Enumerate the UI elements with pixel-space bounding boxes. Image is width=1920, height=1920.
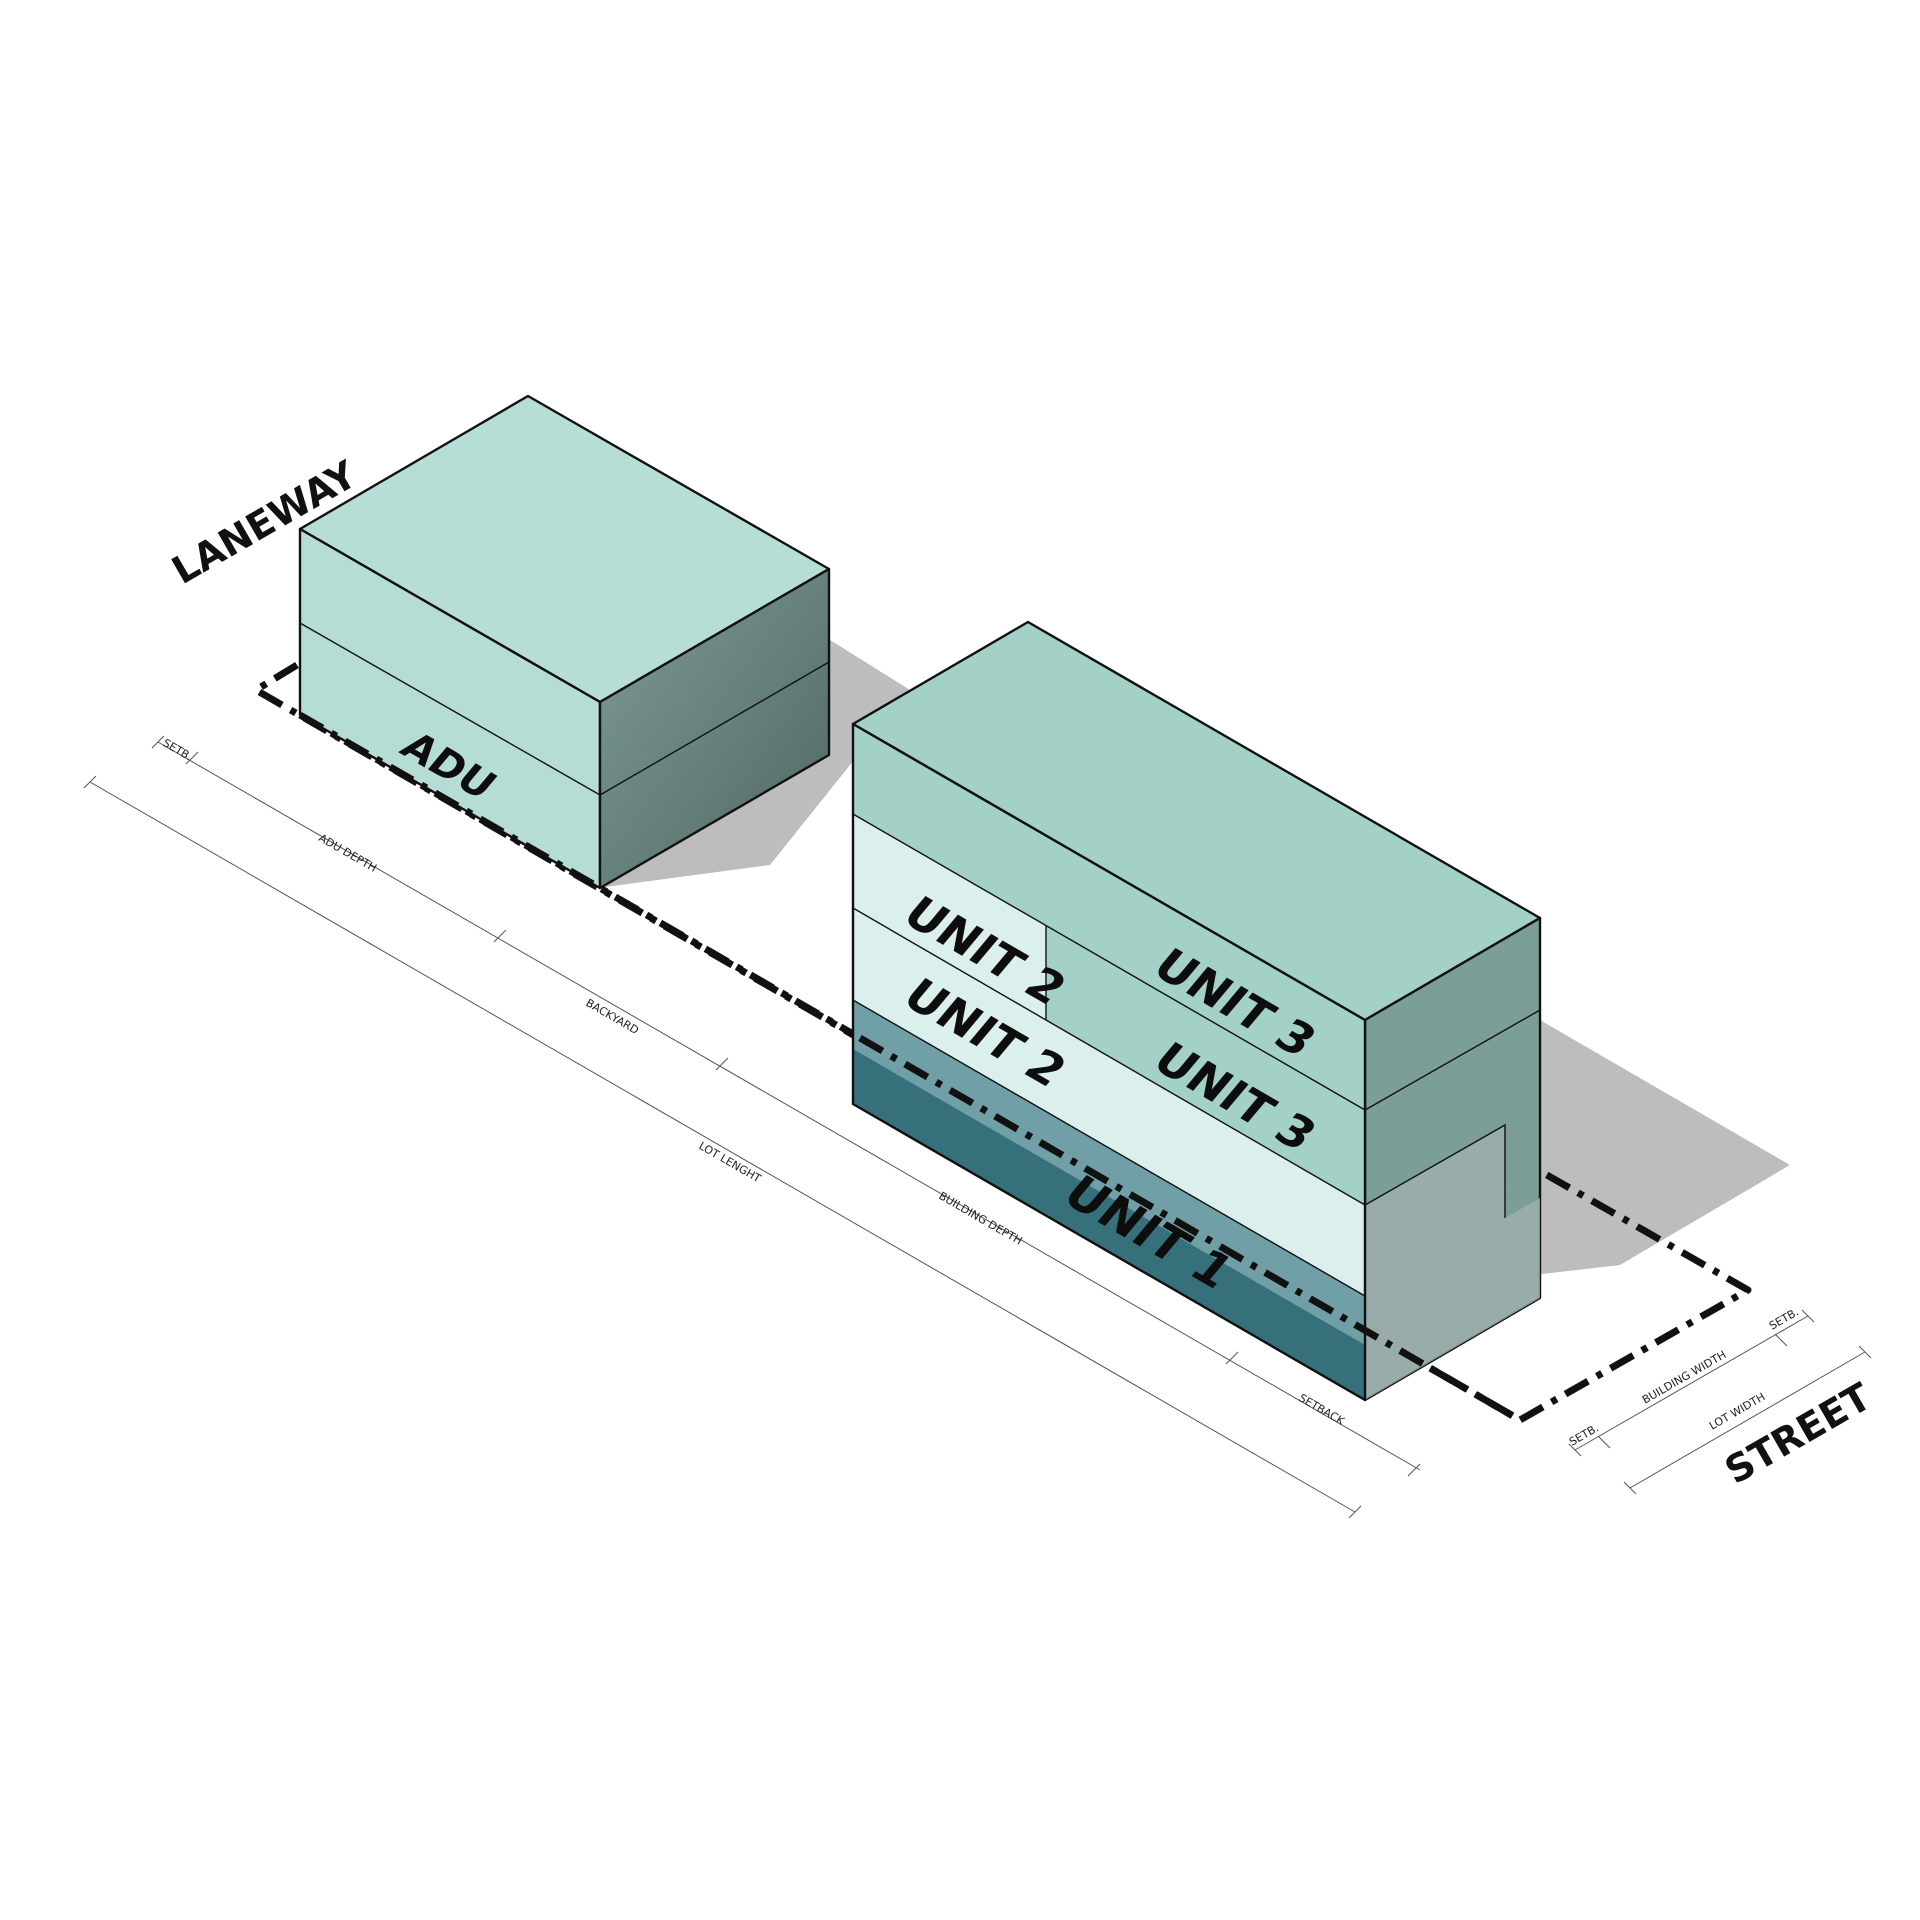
main-building (851, 620, 1542, 1402)
floor-line-3 (1045, 1019, 1366, 1206)
floor-line-1 (852, 813, 1366, 1111)
unit2-upper-panel (853, 814, 1046, 1020)
lot-length-label: LOT LENGHT (697, 1139, 764, 1185)
setb-right-label: SETB. (1767, 1305, 1801, 1332)
lot-boundary-line (252, 662, 1752, 1424)
main-building-shadow (1405, 1020, 1790, 1290)
unit1-base-panel (853, 1000, 1365, 1400)
floor-line-side-1 (1364, 1009, 1541, 1111)
unit2-lower-panel (853, 908, 1365, 1296)
lot-boundary-front-segment (298, 711, 862, 1042)
setb-rear-label: SETB. (161, 736, 195, 763)
building-depth-label: BUILDING DEPTH (937, 1189, 1025, 1247)
adu-floor-line-front (299, 622, 601, 796)
floor-line-2 (852, 907, 1047, 1021)
street-label: STREET (1718, 1374, 1879, 1492)
side-inset-panel (1365, 1125, 1540, 1400)
main-front-top-band (853, 724, 1365, 1110)
backyard-label: BACKYARD (584, 996, 642, 1037)
adu-floor-line-side (599, 661, 830, 796)
building-width-label: BUILDING WIDTH (1640, 1348, 1728, 1407)
lot-boundary-through-building (858, 1034, 1522, 1424)
side-inset-outline (1364, 1123, 1506, 1218)
floor-line-4 (852, 999, 1366, 1297)
unit3-lower-panel (1046, 926, 1365, 1205)
adu-depth-label: ADU DEPTH (317, 831, 379, 875)
setback-label: SETBACK (1297, 1391, 1348, 1428)
main-front-outline (851, 722, 1367, 1402)
adu-block (298, 394, 831, 890)
